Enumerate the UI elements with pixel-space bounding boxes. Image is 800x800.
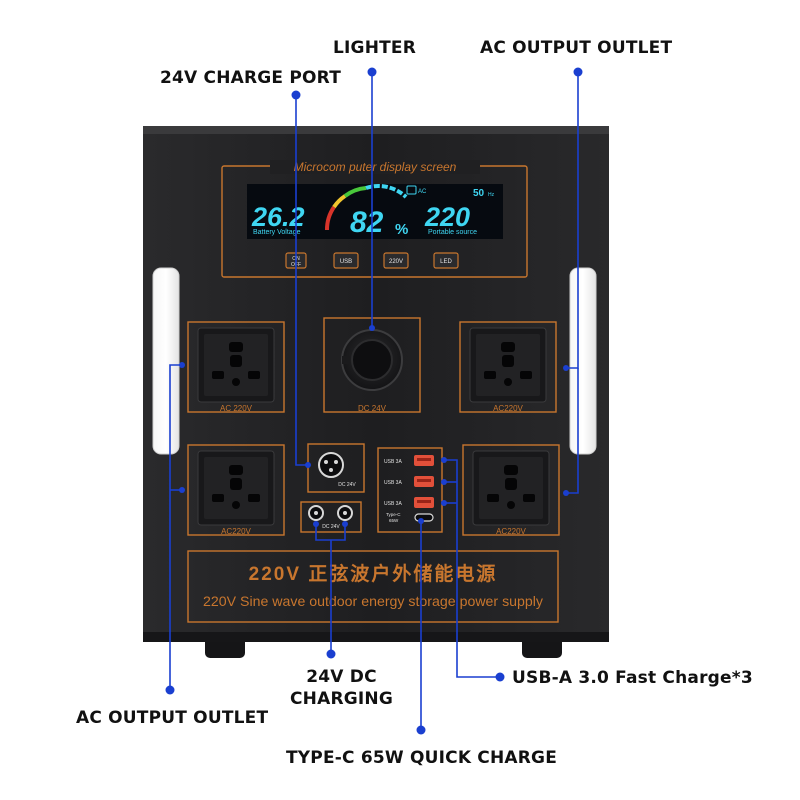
charge-port-label: DC 24V — [338, 482, 356, 488]
usb-a-port-2-label: USB 3A — [384, 480, 402, 486]
usb-a-port-2[interactable]: USB 3A — [384, 476, 434, 487]
type-c-port-label-1: Type-C — [386, 512, 401, 517]
leader-ac-bottom — [169, 364, 182, 690]
battery-percent: 82 — [350, 206, 384, 239]
usb-a-port-1[interactable]: USB 3A — [384, 455, 434, 466]
charge-port-24v[interactable]: DC 24V — [307, 443, 365, 493]
banner-english: 220V Sine wave outdoor energy storage po… — [203, 593, 543, 609]
banner-chinese: 220V 正弦波户外储能电源 — [249, 562, 498, 585]
callout-24v-dc-line1: 24V DC — [306, 667, 377, 687]
dc-output-24v[interactable]: DC 24V — [300, 501, 362, 533]
ac-indicator-icon — [406, 185, 417, 195]
handle-right[interactable] — [569, 267, 597, 455]
ac-indicator-label: AC — [418, 189, 427, 195]
callout-type-c: TYPE-C 65W QUICK CHARGE — [286, 748, 558, 768]
ac-outlet-top-right-label: AC220V — [493, 404, 523, 413]
type-c-port-label-2: 65W — [389, 518, 399, 523]
ac-outlet-top-left[interactable]: AC 220V — [187, 321, 285, 413]
handle-left[interactable] — [152, 267, 180, 455]
battery-gauge — [324, 184, 408, 231]
leader-dc-charging-branches — [315, 524, 346, 541]
usb-button[interactable]: USB — [333, 252, 359, 269]
leader-24v-port — [295, 95, 308, 466]
callout-ac-output-bottom: AC OUTPUT OUTLET — [76, 708, 269, 728]
callout-24v-charge-port: 24V CHARGE PORT — [160, 68, 342, 88]
usb-a-port-3[interactable]: USB 3A — [384, 497, 434, 508]
cigarette-lighter-port[interactable]: DC 24V — [323, 317, 421, 413]
cigarette-lighter-label: DC 24V — [358, 404, 387, 413]
battery-voltage-label: Battery Voltage — [253, 229, 301, 236]
ac-outlet-bottom-left-label: AC220V — [221, 527, 251, 536]
leader-ac-right-bottom — [566, 368, 579, 494]
usb-button-label: USB — [340, 259, 352, 265]
usb-a-port-3-label: USB 3A — [384, 501, 402, 507]
usb-a-port-1-label: USB 3A — [384, 459, 402, 465]
ac-outlet-bottom-right[interactable]: AC220V — [462, 444, 560, 536]
ac-button[interactable]: 220V — [383, 252, 409, 269]
ac-outlet-bottom-left[interactable]: AC220V — [187, 444, 285, 536]
callout-24v-dc-charging: 24V DC CHARGING — [290, 666, 393, 710]
callout-dots — [165, 67, 583, 735]
output-voltage-label: Portable source — [428, 229, 477, 236]
product-banner: 220V 正弦波户外储能电源 220V Sine wave outdoor en… — [187, 550, 559, 623]
dc-output-label: DC 24V — [322, 524, 340, 530]
ac-outlet-bottom-right-label: AC220V — [496, 527, 526, 536]
display-header: Microcom puter display screen — [294, 160, 457, 174]
frequency-value: 50 — [473, 188, 485, 199]
ac-button-label: 220V — [389, 259, 403, 265]
frequency-unit: Hz — [488, 192, 495, 198]
callout-lighter: LIGHTER — [333, 38, 417, 58]
led-button[interactable]: LED — [433, 252, 459, 269]
led-button-label: LED — [440, 259, 452, 265]
percent-sign: % — [395, 221, 408, 238]
ac-outlet-top-left-label: AC 220V — [220, 404, 253, 413]
ac-outlet-top-right[interactable]: AC220V — [459, 321, 557, 413]
callout-usb-a: USB-A 3.0 Fast Charge*3 — [512, 668, 753, 688]
output-voltage-value: 220 — [424, 202, 470, 232]
usb-panel: USB 3A USB 3A USB 3A Type-C 65W — [377, 447, 443, 533]
lcd-screen — [247, 184, 503, 239]
callout-24v-dc-line2: CHARGING — [290, 689, 394, 709]
leader-usb-a — [444, 459, 500, 678]
callout-ac-output-top: AC OUTPUT OUTLET — [480, 38, 673, 58]
